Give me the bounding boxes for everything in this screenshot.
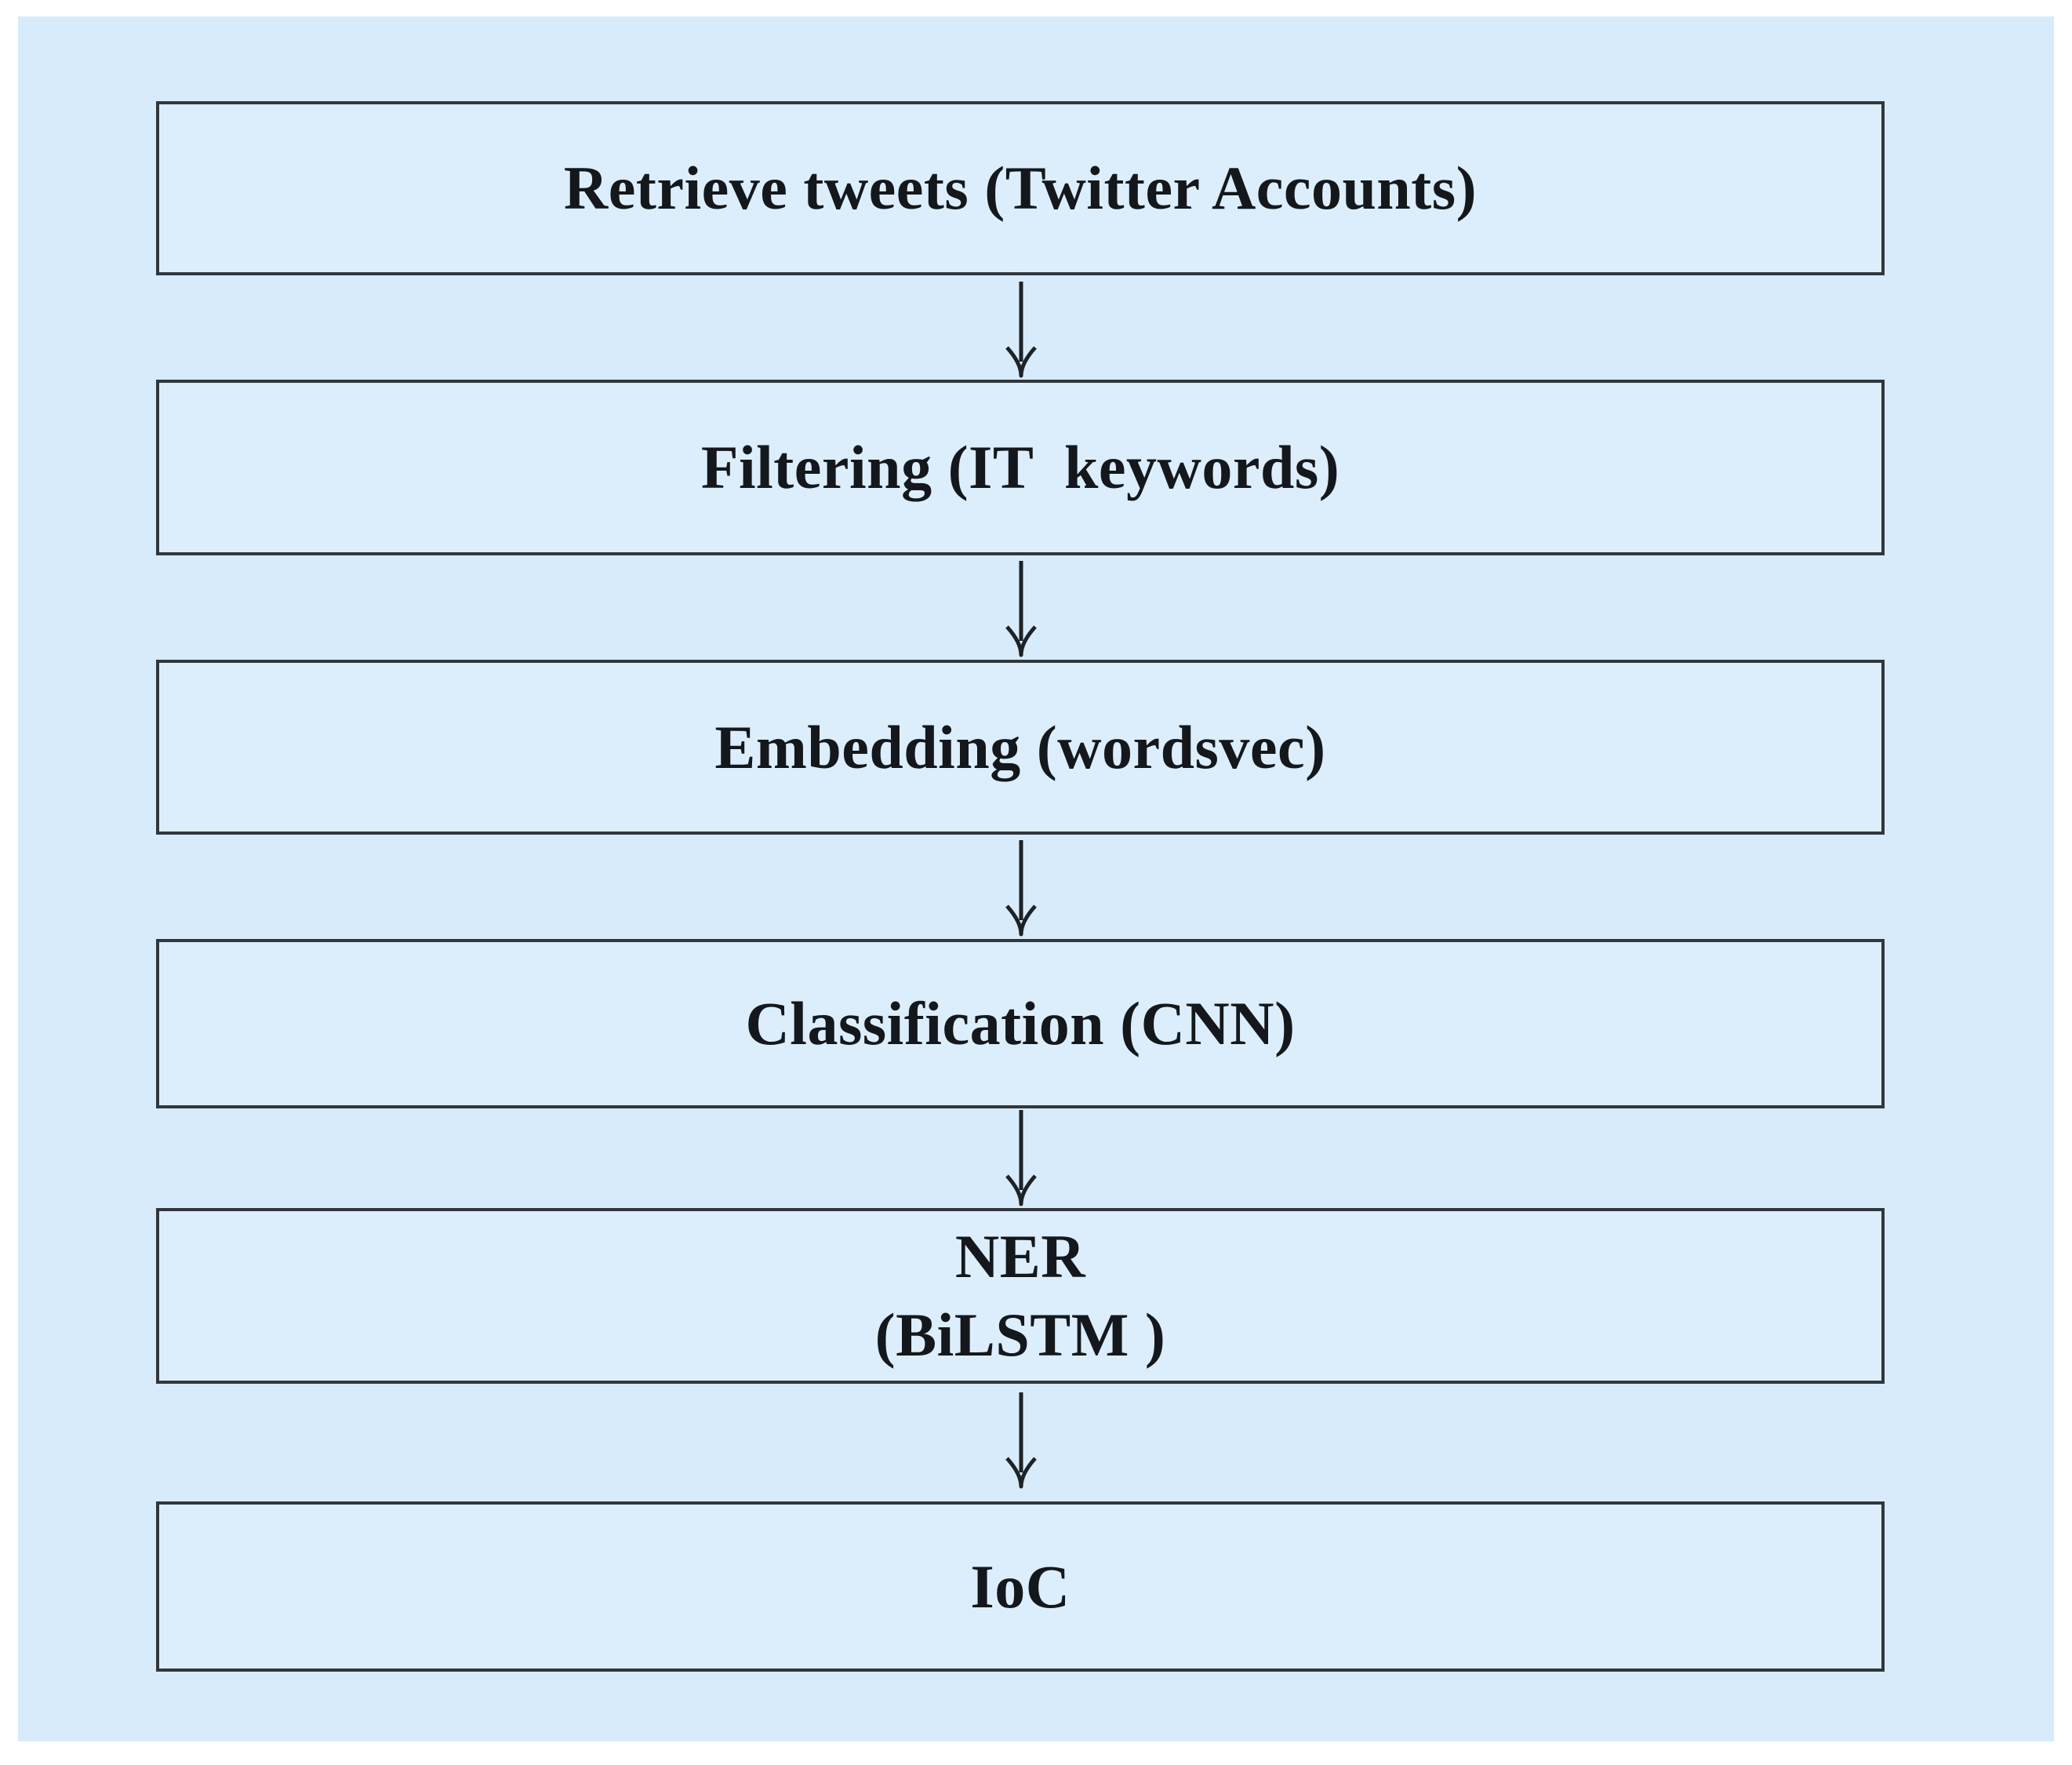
flow-node-retrieve-tweets: Retrieve tweets (Twitter Accounts) xyxy=(156,101,1885,275)
flow-node-ner: NER (BiLSTM ) xyxy=(156,1208,1885,1384)
flow-node-filtering: Filtering (IT keywords) xyxy=(156,380,1885,555)
node-label-ner: NER (BiLSTM ) xyxy=(874,1222,1166,1369)
down-arrow-icon xyxy=(1005,1110,1037,1206)
flowchart-panel: Retrieve tweets (Twitter Accounts) Filte… xyxy=(18,16,2054,1741)
down-arrow-icon xyxy=(1005,282,1037,378)
node-label-embedding: Embedding (wordsvec) xyxy=(714,712,1326,781)
down-arrow-icon xyxy=(1005,840,1037,937)
flow-node-embedding: Embedding (wordsvec) xyxy=(156,660,1885,835)
down-arrow-icon xyxy=(1005,1392,1037,1489)
node-label-ioc: IoC xyxy=(970,1552,1071,1621)
node-label-retrieve-tweets: Retrieve tweets (Twitter Accounts) xyxy=(563,154,1478,223)
flow-node-ioc: IoC xyxy=(156,1501,1885,1672)
down-arrow-icon xyxy=(1005,561,1037,657)
node-label-classification: Classification (CNN) xyxy=(745,989,1296,1058)
flow-node-classification: Classification (CNN) xyxy=(156,939,1885,1108)
node-label-filtering: Filtering (IT keywords) xyxy=(700,433,1340,502)
